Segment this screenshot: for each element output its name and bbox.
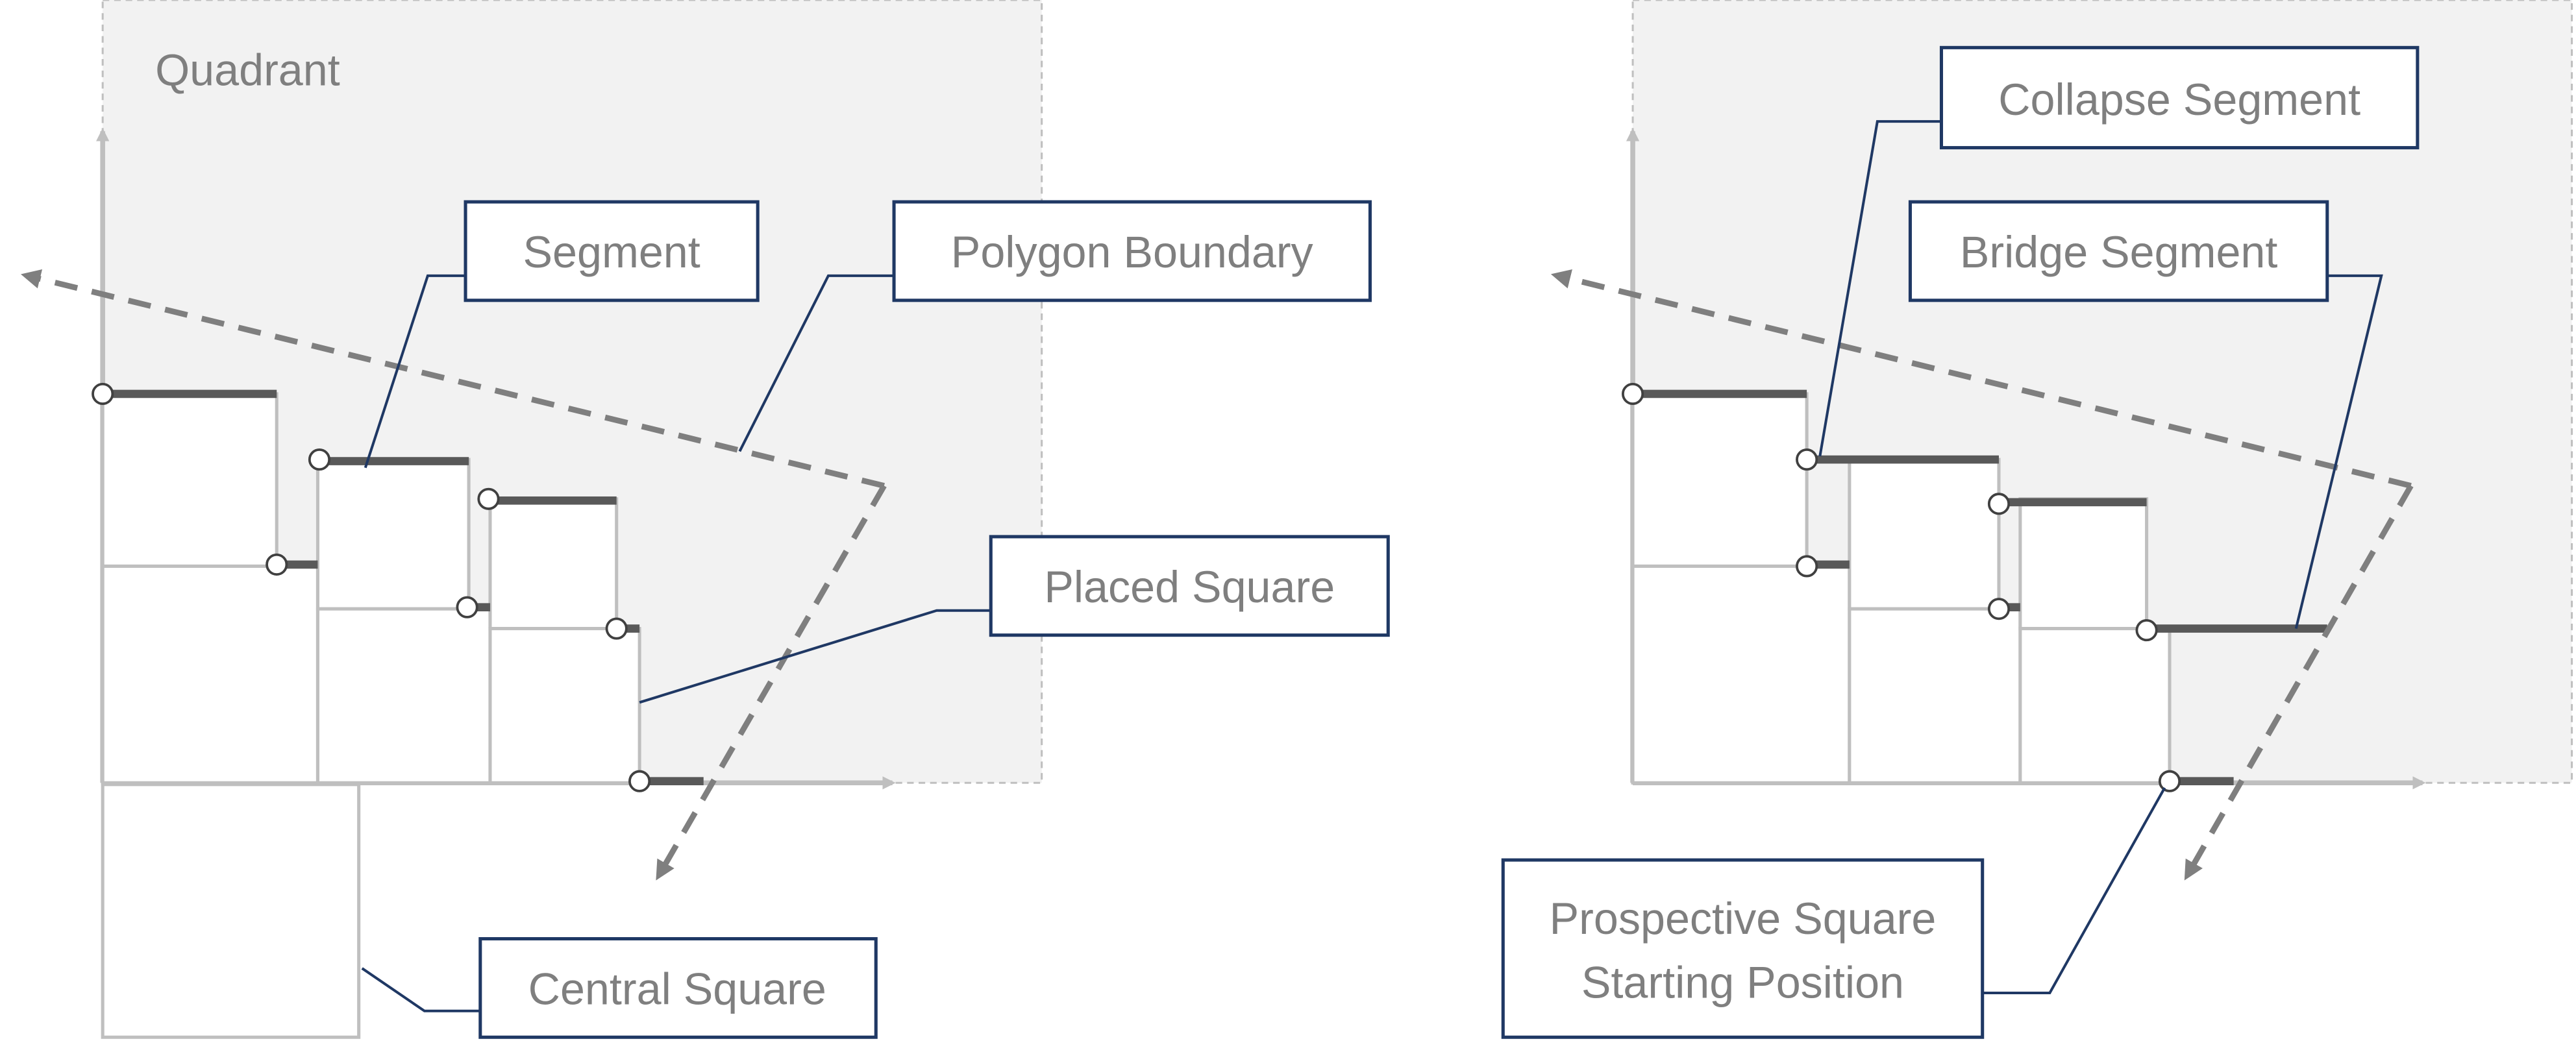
placed-square	[488, 627, 641, 785]
svg-text:Placed Square: Placed Square	[1044, 563, 1335, 612]
right-panel: Collapse Segment Bridge Segment Prospect…	[1501, 0, 2573, 1039]
placed-square	[316, 458, 471, 611]
callout-collapse-segment: Collapse Segment	[1818, 45, 2420, 457]
callout-segment: Segment	[364, 200, 760, 469]
callout-bridge-segment: Bridge Segment	[1908, 200, 2383, 630]
callout-polygon-boundary: Polygon Boundary	[738, 200, 1372, 452]
segments	[1633, 389, 2327, 786]
callout-central-square: Central Square	[361, 936, 878, 1039]
placed-square	[1848, 607, 2022, 785]
central-square	[101, 783, 361, 1039]
svg-text:Collapse Segment: Collapse Segment	[1998, 75, 2360, 125]
segment-endpoints	[92, 382, 651, 792]
placed-square	[2018, 497, 2149, 631]
placed-square	[488, 497, 619, 631]
svg-text:Polygon Boundary: Polygon Boundary	[951, 228, 1313, 277]
left-panel: Quadrant	[21, 0, 1390, 1039]
svg-text:Central Square: Central Square	[528, 965, 826, 1014]
placed-square	[101, 392, 279, 568]
svg-text:Bridge Segment: Bridge Segment	[1960, 228, 2278, 277]
callout-placed-square: Placed Square	[639, 535, 1390, 704]
placed-square	[1631, 564, 1852, 785]
placed-square	[2018, 627, 2172, 785]
polygon-boundary-line	[21, 269, 885, 489]
svg-text:Prospective Square: Prospective Square	[1550, 894, 1937, 944]
segment-endpoints	[1621, 382, 2181, 792]
placed-square	[316, 607, 492, 785]
placed-square	[101, 564, 319, 785]
polygon-boundary-line	[1550, 269, 2412, 489]
quadrant-label: Quadrant	[155, 46, 340, 95]
svg-text:Segment: Segment	[523, 228, 700, 277]
placed-square	[1631, 392, 1809, 568]
callout-prospective-square: Prospective Square Starting Position	[1501, 787, 2166, 1039]
svg-text:Starting Position: Starting Position	[1581, 959, 1904, 1008]
placed-square	[1848, 458, 2001, 611]
